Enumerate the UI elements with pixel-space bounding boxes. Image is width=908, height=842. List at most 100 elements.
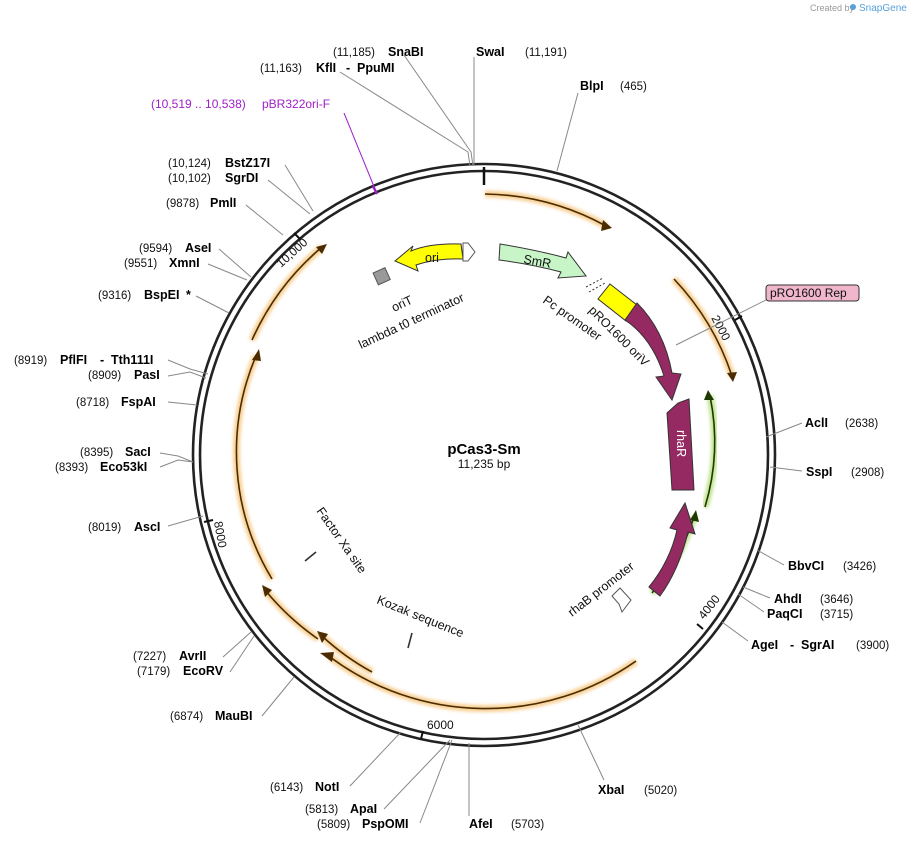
feature-rep-protein-label: pRO1600 Rep [770, 286, 847, 300]
enzyme-apai-name: ApaI [350, 802, 377, 816]
feature-rep-protein-box [765, 284, 860, 302]
green-orf-1 [701, 390, 719, 509]
enzyme-ahdi-name: AhdI [774, 592, 802, 606]
enzyme-separator: - [346, 61, 350, 75]
enzyme-tth111i-name: Tth111I [111, 353, 153, 367]
leader-bspei [195, 295, 230, 314]
feature-rhaS: rhaS [648, 501, 696, 597]
leader-saci [159, 452, 194, 463]
enzyme-pflfi-name: PflFI [60, 353, 87, 367]
enzyme-pmli-name: PmlI [210, 196, 236, 210]
feature-kozak-marker [407, 632, 413, 649]
enzyme-bspei-name: BspEI [144, 288, 179, 302]
enzyme-xbai-name: XbaI [598, 783, 624, 797]
enzyme-maubi-pos: (6874) [170, 711, 203, 723]
feature-rhaB-promoter-label: rhaB promoter [565, 559, 637, 619]
leader-asci [167, 515, 204, 527]
enzyme-bstz17i-name: BstZ17I [225, 156, 270, 170]
enzyme-avrii-pos: (7227) [133, 651, 166, 663]
feature-rep-protein-arrow [624, 302, 682, 402]
enzyme-pasi-name: PasI [134, 368, 160, 382]
enzyme-separator-3: - [790, 638, 794, 652]
tick-label-6000: 6000 [427, 718, 454, 732]
enzyme-sspi-name: SspI [806, 465, 832, 479]
enzyme-pasi-pos: (8909) [88, 370, 121, 382]
enzyme-swai-name: SwaI [476, 45, 505, 59]
enzyme-pmli-pos: (9878) [166, 198, 199, 210]
enzyme-xbai-pos: (5020) [644, 785, 677, 797]
orf-arc-5-arrowhead [262, 585, 272, 597]
leader-bstz17i [284, 164, 314, 212]
enzyme-asci-pos: (8019) [88, 522, 121, 534]
feature-factor-xa-label: Factor Xa site [314, 505, 370, 576]
leader-acli [765, 422, 803, 438]
orf-arc-2 [671, 276, 737, 382]
enzyme-labels: (11,185) SnaBI SwaI (11,191) (11,163) Kf… [14, 45, 889, 831]
feature-factor-xa-marker [304, 551, 317, 562]
enzyme-bspei-pos: (9316) [98, 290, 131, 302]
enzyme-bbvci-pos: (3426) [843, 561, 876, 573]
leader-bbvci [756, 549, 785, 566]
tick-10000 [293, 232, 301, 240]
enzyme-fspai-pos: (8718) [76, 397, 109, 409]
leader-agei [721, 621, 749, 642]
enzyme-ahdi-pos: (3646) [820, 594, 853, 606]
orf-arc-6-arrowhead [252, 349, 261, 361]
enzyme-apai-pos: (5813) [305, 804, 338, 816]
enzyme-sgrdi-name: SgrDI [225, 171, 258, 185]
enzyme-noti-name: NotI [315, 780, 339, 794]
feature-oriT-label: oriT [389, 293, 415, 315]
enzyme-snabi-pos: (11,185) [333, 47, 375, 59]
primer-name: pBR322ori-F [262, 97, 330, 111]
leader-eco53ki [159, 459, 194, 468]
orf-arc-1-arrowhead [601, 220, 612, 231]
enzyme-pflfi-pos: (8919) [14, 355, 47, 367]
leader-pmli [245, 204, 284, 236]
enzyme-paqci-name: PaqCI [767, 607, 802, 621]
enzyme-agei-name: AgeI [751, 638, 778, 652]
feature-smr-label: SmR [522, 252, 552, 271]
leader-sspi [769, 466, 803, 472]
leader-noti [349, 731, 402, 787]
leader-xmni [207, 263, 248, 281]
feature-kozak-label: Kozak sequence [375, 593, 466, 641]
leader-pasi [167, 371, 207, 379]
enzyme-ecorv-pos: (7179) [137, 666, 170, 678]
leader-paqci [737, 593, 765, 613]
leader-ahdi [742, 586, 771, 599]
tick-label-4000: 4000 [695, 592, 723, 622]
enzyme-blpi-name: BlpI [580, 79, 604, 93]
leader-avrii [222, 631, 252, 658]
enzyme-leaders [159, 54, 803, 824]
plasmid-name: pCas3-Sm [447, 441, 520, 458]
enzyme-sspi-pos: (2908) [851, 467, 884, 479]
lambda-terminator-marker [462, 242, 476, 262]
tick-2000 [734, 315, 743, 321]
orf-arcs [232, 190, 737, 713]
orf-arc-4 [317, 631, 374, 676]
enzyme-acli-name: AclI [805, 416, 828, 430]
leader-xbai [577, 724, 605, 781]
length-ticks: 2000 4000 6000 8000 10,000 [203, 232, 743, 740]
enzyme-saci-name: SacI [125, 445, 151, 459]
leader-asei [218, 248, 252, 278]
enzyme-avrii-name: AvrII [179, 649, 206, 663]
enzyme-separator-2: - [100, 353, 104, 367]
feature-oriT [372, 267, 391, 286]
leader-maubi [261, 676, 295, 717]
snapgene-credit: Created by SnapGene [810, 3, 907, 14]
leader-apai [383, 739, 451, 810]
enzyme-acli-pos: (2638) [845, 418, 878, 430]
enzyme-bbvci-name: BbvCI [788, 559, 824, 573]
enzyme-bspei-star: * [186, 288, 191, 302]
feature-ori-label: ori [425, 251, 439, 265]
primer-mark [371, 185, 379, 195]
enzyme-noti-pos: (6143) [270, 782, 303, 794]
feature-ori: ori [394, 243, 464, 272]
enzyme-asei-name: AseI [185, 241, 211, 255]
leader-pspomi [419, 739, 453, 824]
backbone [191, 162, 777, 748]
enzyme-blpi-pos: (465) [620, 81, 647, 93]
enzyme-snabi-name: SnaBI [388, 45, 423, 59]
enzyme-eco53ki-name: Eco53kI [100, 460, 147, 474]
